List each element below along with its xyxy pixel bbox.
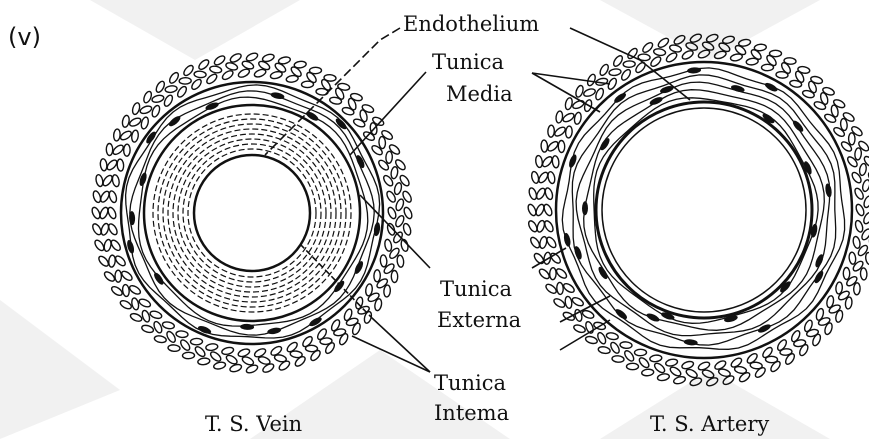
pointer-media-vein [350,72,426,155]
artery-lumen [596,102,812,318]
vein-cross-section [91,52,414,375]
pointer-media-artery-1 [532,73,600,112]
label-endothelium: Endothelium [403,12,539,36]
label-tunica-media-line2: Media [446,82,513,106]
vein-lumen [194,155,310,271]
label-tunica-media-line1: Tunica [432,50,504,74]
pointer-media-artery-2 [532,73,610,84]
pointer-externa-artery [532,248,566,268]
part-label: (v) [8,23,41,51]
label-tunica-externa-line2: Externa [437,308,521,332]
label-tunica-interna-line2: Intema [434,401,509,425]
label-tunica-interna-line1: Tunica [434,371,506,395]
label-tunica-externa-line1: Tunica [440,277,512,301]
caption-vein: T. S. Vein [205,412,302,436]
caption-artery: T. S. Artery [650,412,769,436]
pointer-interna-artery-1 [560,320,610,350]
artery-cross-section [527,33,869,388]
